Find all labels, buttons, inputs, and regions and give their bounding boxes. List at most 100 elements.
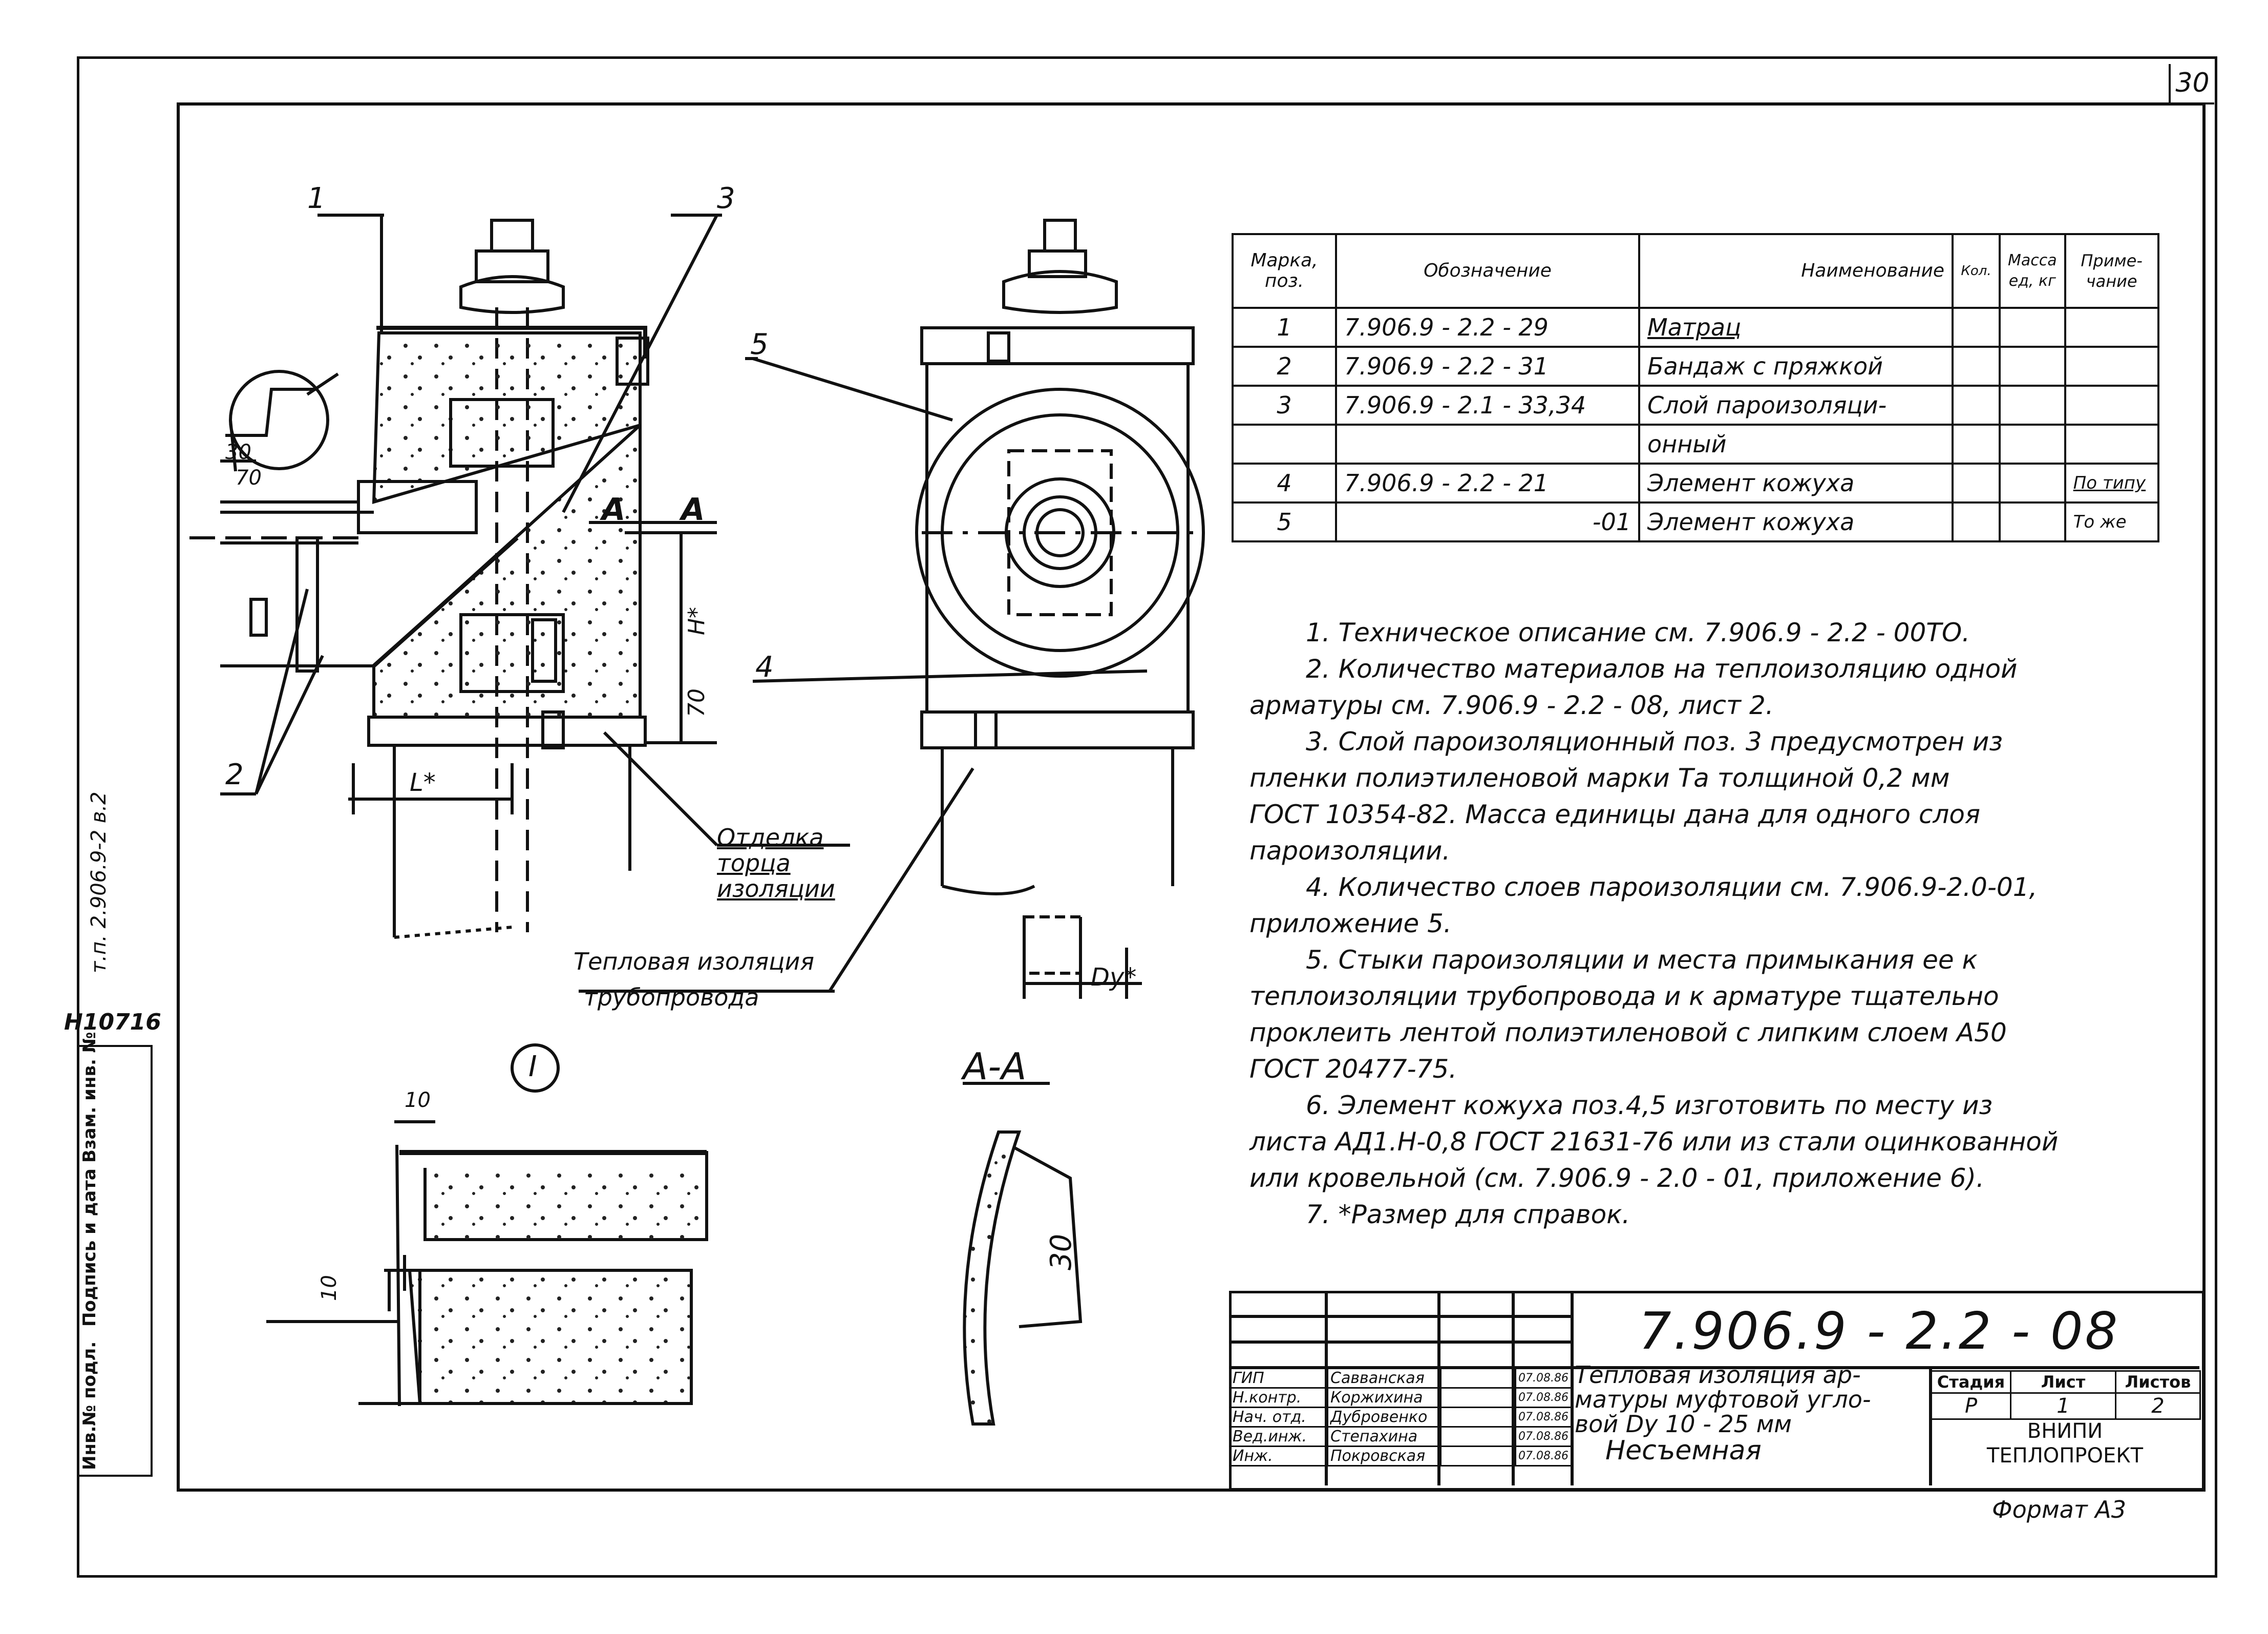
spec-header-note: Приме-чание (2064, 233, 2159, 309)
dim-10-top: 10 (405, 1088, 431, 1112)
spec-row: 3 7.906.9 - 2.1 - 33,34 Слой пароизоляци… (1232, 385, 2159, 426)
doc-title-line: Несъемная (1605, 1435, 1762, 1466)
spec-header-qty: Кол. (1952, 233, 2001, 309)
label-pipe-insulation-1: Тепловая изоляция (574, 948, 815, 975)
detail-view (266, 1043, 708, 1407)
sheet-value: 1 (2010, 1392, 2116, 1420)
note-line: 1. Техническое описание см. 7.906.9 - 2.… (1306, 618, 1970, 647)
doc-title-line: Тепловая изоляция ар- (1575, 1361, 1861, 1389)
sig-role: Н.контр. (1229, 1387, 1328, 1408)
signature-row: ГИП Савванская 07.08.86 (1229, 1368, 1573, 1389)
stage-value: Р (1931, 1392, 2011, 1420)
spec-note: По типу (2064, 463, 2159, 504)
section-mark-right: А (681, 492, 705, 528)
side-inv-number: Н10716 (64, 1009, 161, 1035)
org-line: ТЕПЛОПРОЕКТ (1986, 1444, 2144, 1468)
sig-name: Дубровенко (1327, 1407, 1442, 1428)
sig-date: 07.08.86 (1515, 1368, 1573, 1389)
spec-name: Матрац (1638, 307, 1954, 348)
spec-code: 7.906.9 - 2.2 - 21 (1335, 463, 1640, 504)
signature-row: Нач. отд. Дубровенко 07.08.86 (1229, 1407, 1573, 1428)
spec-note (2064, 385, 2159, 426)
detail-label: I (528, 1050, 537, 1083)
callout-5: 5 (750, 328, 769, 361)
front-view (745, 219, 1205, 999)
sig-date: 07.08.86 (1515, 1407, 1573, 1428)
signature-row: Н.контр. Коржихина 07.08.86 (1229, 1387, 1573, 1408)
dim-70-side: 70 (684, 688, 710, 717)
spec-mass (1999, 424, 2066, 465)
spec-qty (1952, 346, 2001, 387)
note-line: листа АД1.Н-0,8 ГОСТ 21631-76 или из ста… (1249, 1127, 2059, 1157)
spec-note: То же (2064, 501, 2159, 542)
doc-title-line: матуры муфтовой угло- (1575, 1386, 1871, 1413)
spec-note (2064, 307, 2159, 348)
sig-date: 07.08.86 (1515, 1446, 1573, 1467)
spec-name: онный (1638, 424, 1954, 465)
dim-10-side: 10 (317, 1275, 341, 1301)
note-line: 4. Количество слоев пароизоляции см. 7.9… (1306, 872, 2038, 902)
sheets-header: Листов (2115, 1370, 2201, 1394)
spec-header-row: Марка, поз. Обозначение Наименование Кол… (1232, 233, 2159, 309)
spec-header-mass: Масса ед, кг (1999, 233, 2066, 309)
note-line: пленки полиэтиленовой марки Та толщиной … (1249, 763, 1950, 793)
sig-name: Коржихина (1327, 1387, 1442, 1408)
note-line: 5. Стыки пароизоляции и места примыкания… (1306, 945, 1978, 975)
spec-row: 2 7.906.9 - 2.2 - 31 Бандаж с пряжкой (1232, 346, 2159, 387)
sig-sign (1440, 1387, 1516, 1408)
spec-mass (1999, 501, 2066, 542)
org-line: ВНИПИ (2027, 1419, 2103, 1443)
sig-date: 07.08.86 (1515, 1426, 1573, 1447)
callout-4: 4 (755, 651, 774, 684)
spec-qty (1952, 385, 2001, 426)
dim-30: 30 (225, 441, 251, 464)
notes-block: 1. Техническое описание см. 7.906.9 - 2.… (1249, 615, 2212, 1233)
note-line: 3. Слой пароизоляционный поз. 3 предусмо… (1306, 727, 2003, 757)
sig-sign (1440, 1407, 1516, 1428)
sig-role: Инж. (1229, 1446, 1328, 1467)
label-pipe-insulation-2: трубопровода (584, 983, 759, 1011)
spec-row: 5 -01 Элемент кожуха То же (1232, 501, 2159, 542)
stage-value-row: Р 1 2 (1931, 1392, 2201, 1420)
spec-mass (1999, 307, 2066, 348)
note-line: 2. Количество материалов на теплоизоляци… (1306, 654, 2018, 684)
sig-role: ГИП (1229, 1368, 1328, 1389)
spec-pos: 2 (1232, 346, 1337, 387)
side-view (189, 214, 974, 993)
format-label: Формат А3 (1992, 1496, 2126, 1523)
spec-row: 1 7.906.9 - 2.2 - 29 Матрац (1232, 307, 2159, 348)
doc-title: Тепловая изоляция ар- матуры муфтовой уг… (1575, 1361, 1933, 1466)
spec-note (2064, 424, 2159, 465)
section-view (963, 1082, 1083, 1426)
spec-code: 7.906.9 - 2.1 - 33,34 (1335, 385, 1640, 426)
dim-h: H* (684, 606, 710, 635)
section-label: А-А (963, 1045, 1027, 1088)
note-line: или кровельной (см. 7.906.9 - 2.0 - 01, … (1249, 1163, 1984, 1193)
spec-name: Слой пароизоляци- (1638, 385, 1954, 426)
sig-date: 07.08.86 (1515, 1387, 1573, 1408)
dim-70-top: 70 (236, 466, 262, 490)
note-line: проклеить лентой полиэтиленовой с липким… (1249, 1018, 2007, 1048)
spec-mass (1999, 385, 2066, 426)
callout-3: 3 (717, 182, 735, 215)
spec-row: 4 7.906.9 - 2.2 - 21 Элемент кожуха По т… (1232, 463, 2159, 504)
note-line: ГОСТ 20477-75. (1249, 1054, 1457, 1084)
label-end-finish-text: Отделка торца изоляции (717, 824, 835, 903)
sheet-header: Лист (2010, 1370, 2116, 1394)
spec-header-pos: Марка, поз. (1232, 233, 1337, 309)
signature-row: Вед.инж. Степахина 07.08.86 (1229, 1426, 1573, 1447)
spec-name: Бандаж с пряжкой (1638, 346, 1954, 387)
note-line: 7. *Размер для справок. (1306, 1200, 1630, 1229)
signature-row: Инж. Покровская 07.08.86 (1229, 1446, 1573, 1467)
spec-qty (1952, 424, 2001, 465)
side-stamp-strip (77, 1045, 153, 1477)
drawing-frame (177, 102, 2206, 1492)
spec-qty (1952, 501, 2001, 542)
spec-code (1335, 424, 1640, 465)
callout-2: 2 (225, 758, 244, 791)
spec-note (2064, 346, 2159, 387)
spec-header-code: Обозначение (1335, 233, 1640, 309)
dim-l: L* (410, 768, 436, 797)
stage-header: Стадия (1931, 1370, 2011, 1394)
